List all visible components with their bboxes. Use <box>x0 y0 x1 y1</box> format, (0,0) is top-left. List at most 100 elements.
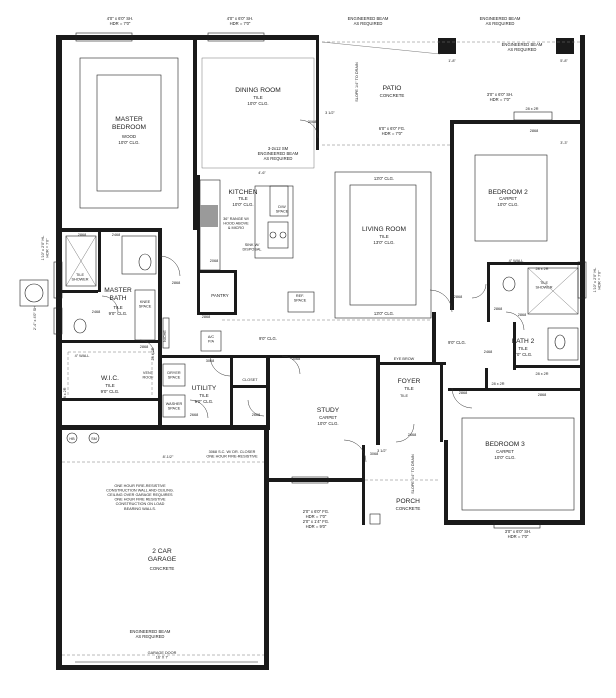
room-name: FOYER <box>398 378 421 385</box>
door-label: 2868 <box>172 281 180 285</box>
room-patio: PATIO CONCRETE <box>380 85 405 98</box>
door-label: 2868 <box>140 345 148 349</box>
door-label: 28 x 2R <box>535 372 548 376</box>
fixtures <box>19 32 587 663</box>
door-label: 28 x 2R <box>63 387 67 400</box>
door-label: 3068 <box>206 359 214 363</box>
room-bedroom-2: BEDROOM 2 CARPET 10'0" CLG. <box>488 189 528 207</box>
door-label: 28 x 2R <box>535 267 548 271</box>
ceiling-label: 9'0" CLG. <box>259 336 277 341</box>
door-label: 28 x 2R <box>151 347 155 360</box>
room-porch: PORCH CONCRETE <box>396 498 421 511</box>
door-label: 3068 <box>370 452 378 456</box>
room-finish: TILE <box>404 386 413 391</box>
room-name: KITCHEN <box>229 189 258 196</box>
door-label: 2468 <box>484 350 492 354</box>
dimension-label: 4'-6" <box>258 171 266 175</box>
window-label: 1'10" x 2'0" HLHDR = 7'0" <box>593 268 602 293</box>
room-ceiling: 10'0" CLG. <box>247 101 268 106</box>
dimension-label: 5'-8" <box>560 59 568 63</box>
dimension-label: 8'-1/2" <box>163 455 174 459</box>
room-finish: WOOD <box>122 134 136 139</box>
slope-label: SLOPE 1/4" TO DRAIN <box>355 62 359 102</box>
tile-label: TILE <box>400 394 408 398</box>
room-dining-room: DINING ROOM TILE 10'0" CLG. <box>235 87 280 106</box>
room-finish: CONCRETE <box>396 506 421 511</box>
slope-label: SLOPE 1/4" TO DRAIN <box>411 454 415 494</box>
room-ceiling: 9'0" CLG. <box>101 389 120 394</box>
room-name: BEDROOM 3 <box>485 441 525 448</box>
door-label: 28 x 2R <box>525 107 538 111</box>
window-label: 1'10" x 2'0" HLHDR = 7'0" <box>41 236 50 261</box>
room-finish: TILE <box>379 234 388 239</box>
room-bath-2: BATH 2 TILE 9'0" CLG. <box>512 338 535 357</box>
room-name: PORCH <box>396 498 420 505</box>
ref-space-label: REF.SPACE <box>294 294 307 303</box>
room-name: PATIO <box>383 85 402 92</box>
room-living-room: LIVING ROOM TILE 13'0" CLG. <box>362 226 406 245</box>
ceiling-labels: 13'0" CLG. 13'0" CLG. 9'0" CLG. 9'0" CLG… <box>259 176 466 345</box>
sink-label: SINK W/DISPOSAL <box>243 243 262 252</box>
door-label: 2868 <box>459 391 467 395</box>
room-finish: CONCRETE <box>150 566 175 571</box>
door-label: 2868 <box>202 315 210 319</box>
room-foyer: FOYER TILE <box>398 378 421 391</box>
room-finish: CARPET <box>319 415 337 420</box>
door-label: 2868 <box>538 393 546 397</box>
closet-label: CLOSET <box>242 378 258 382</box>
window-label: 4'0" x 6'0" SH.HDR = 7'0" <box>227 16 253 26</box>
room-finish: CARPET <box>499 196 517 201</box>
window-label: 4'0" x 6'0" SH.HDR = 7'0" <box>107 16 133 26</box>
room-kitchen: KITCHEN TILE 10'0" CLG. <box>229 189 258 207</box>
door-label: 2668 <box>252 413 260 417</box>
dimension-label: 3'-3" <box>560 141 568 145</box>
room-finish: TILE <box>113 305 122 310</box>
door-label: 3068 <box>292 357 300 361</box>
window-label: 2'-4" x 4'0" SH <box>33 306 37 330</box>
window-label: 3'0" x 6'0" SH.HDR = 7'0" <box>487 92 513 102</box>
room-finish: TILE <box>518 346 527 351</box>
room-name: BATH 2 <box>512 338 535 345</box>
room-name: PANTRY <box>211 293 228 298</box>
dimension-label: 1'-8" <box>448 59 456 63</box>
room-name: DINING ROOM <box>235 87 280 94</box>
room-name: BEDROOM 2 <box>488 189 528 196</box>
door-label: 2068 <box>210 259 218 263</box>
door-label: 2868 <box>530 129 538 133</box>
room-finish: TILE <box>253 95 262 100</box>
wall-label: 4" WALL <box>75 354 90 358</box>
door-label: 2468 <box>92 310 100 314</box>
room-finish: CONCRETE <box>380 93 405 98</box>
hb-label: HB <box>69 437 75 441</box>
room-study: STUDY CARPET 10'0" CLG. <box>317 407 340 426</box>
room-name: STUDY <box>317 407 340 414</box>
room-name: UTILITY <box>192 385 217 392</box>
room-ceiling: 9'0" CLG. <box>195 399 214 404</box>
room-ceiling: 10'0" CLG. <box>497 202 518 207</box>
room-name: W.I.C. <box>101 375 119 382</box>
room-ceiling: 10'0" CLG. <box>494 455 515 460</box>
ceiling-label: 13'0" CLG. <box>374 311 394 316</box>
